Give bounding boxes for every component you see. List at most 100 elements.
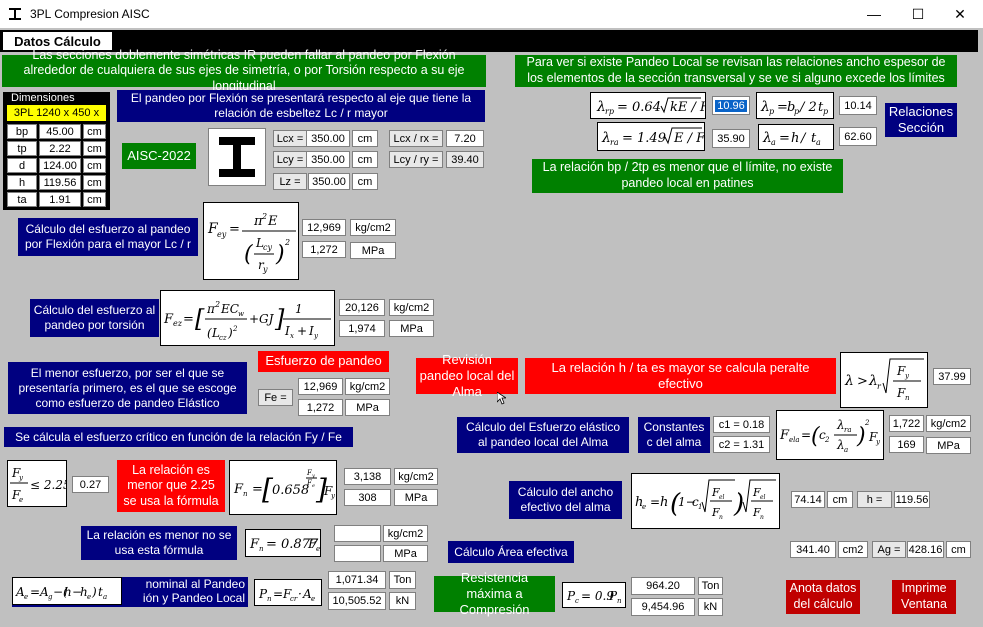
svg-text:y: y [904, 372, 910, 380]
tab-datos-calculo[interactable]: Datos Cálculo [2, 31, 113, 51]
imprime-ventana-button[interactable]: Imprime Ventana [892, 580, 956, 614]
svg-text:[: [ [262, 473, 274, 506]
svg-text:2: 2 [824, 436, 830, 444]
svg-text:]: ] [274, 305, 285, 333]
svg-text:(: ( [244, 242, 253, 267]
maximize-button[interactable]: ☐ [911, 5, 925, 22]
svg-text:a: a [844, 446, 848, 454]
svg-text:+: + [249, 312, 259, 326]
lcy-unit: cm [352, 151, 378, 168]
fel-kg-value: 1,722 [889, 415, 924, 432]
svg-text:r: r [877, 382, 882, 391]
anota-datos-button[interactable]: Anota datos del cálculo [786, 580, 860, 614]
svg-text:F: F [896, 386, 906, 400]
code-label: AISC-2022 [122, 143, 196, 169]
svg-text:p: p [769, 107, 774, 116]
svg-text:e: e [642, 503, 646, 511]
fe-kg-value: 12,969 [298, 378, 343, 395]
dimensiones-header: Dimensiones [10, 92, 76, 104]
svg-text:F: F [711, 506, 720, 519]
svg-text:L: L [211, 326, 220, 340]
lcy-value[interactable]: 350.00 [306, 151, 350, 168]
dim-label: tp [7, 141, 37, 156]
svg-text:cr: cr [290, 595, 298, 603]
fn-mpa-unit: MPa [394, 489, 438, 506]
dim-unit: cm [83, 192, 106, 207]
dim-row: h 119.56 cm [7, 175, 106, 190]
svg-text:2: 2 [261, 212, 267, 221]
svg-text:=: = [650, 495, 660, 509]
dim-value[interactable]: 1.91 [39, 192, 81, 207]
svg-text:h: h [64, 585, 72, 599]
svg-text:t: t [98, 585, 103, 599]
pc-ton-value: 964.20 [631, 577, 695, 595]
ag-unit: cm [946, 541, 971, 558]
dim-value[interactable]: 119.56 [39, 175, 81, 190]
svg-text:=: = [229, 222, 240, 237]
svg-text:): ) [91, 585, 97, 599]
svg-text:·: · [298, 587, 302, 601]
fel-mpa-value: 169 [889, 436, 924, 453]
ag-value: 428.16 [907, 541, 944, 558]
svg-text:=: = [273, 587, 283, 601]
fe-mpa-unit: MPa [345, 399, 390, 416]
svg-text:λ: λ [596, 99, 606, 115]
fez-kg-unit: kg/cm2 [389, 299, 434, 316]
revision-alma-label: Revisión pandeo local del Alma [416, 352, 518, 399]
he-value: 74.14 [791, 491, 825, 508]
svg-text:2: 2 [864, 419, 870, 427]
svg-text:EC: EC [220, 302, 239, 316]
svg-text:2: 2 [214, 300, 220, 309]
dim-value[interactable]: 2.22 [39, 141, 81, 156]
lambda-rp-value[interactable]: 10.96 [712, 96, 750, 115]
svg-text:a: a [816, 138, 821, 147]
c2-value: c2 = 1.31 [713, 436, 770, 453]
svg-text:): ) [275, 242, 285, 267]
svg-text:n: n [259, 545, 264, 553]
svg-text:= 1.49: = 1.49 [622, 131, 666, 146]
pn-label-a: al Pandeo [190, 577, 245, 592]
svg-text:= 0.64: = 0.64 [617, 100, 661, 115]
fe-title: Esfuerzo de pandeo [258, 351, 389, 372]
pc-label: Resistencia máxima a Compresión [434, 570, 555, 617]
svg-text:2: 2 [232, 325, 238, 333]
fez-kg-value: 20,126 [339, 299, 385, 316]
svg-text:]: ] [315, 473, 327, 506]
dim-unit: cm [83, 158, 106, 173]
dim-value[interactable]: 124.00 [39, 158, 81, 173]
lcx-value[interactable]: 350.00 [306, 130, 350, 147]
svg-text:L: L [255, 236, 264, 250]
svg-text:A: A [15, 585, 25, 599]
svg-text:b: b [787, 100, 795, 115]
svg-text:[: [ [195, 305, 205, 333]
fn-alt-kg-unit: kg/cm2 [383, 525, 428, 542]
svg-text:E: E [267, 214, 278, 229]
svg-text:t: t [811, 131, 817, 146]
svg-text:+: + [297, 324, 307, 338]
i-beam-icon [208, 128, 266, 186]
ancho-efectivo-label: Cálculo del ancho efectivo del alma [509, 481, 622, 519]
svg-text:=: = [801, 428, 811, 442]
dim-unit: cm [83, 124, 106, 139]
pn-label-c: nominal [145, 577, 188, 592]
fe-explanation: El menor esfuerzo, por ser el que se pre… [8, 362, 247, 414]
minimize-button[interactable]: — [867, 6, 881, 22]
svg-text:c: c [575, 597, 579, 605]
svg-text:F: F [207, 221, 219, 237]
svg-text:r: r [258, 258, 265, 272]
svg-text:= 0.9: = 0.9 [581, 589, 614, 603]
svg-text:I: I [308, 324, 314, 338]
lz-value[interactable]: 350.00 [308, 173, 350, 190]
svg-text:GJ: GJ [259, 312, 275, 326]
fn-alt-kg-value [334, 525, 381, 542]
svg-text:=: = [779, 131, 790, 146]
close-button[interactable]: ✕ [954, 5, 966, 22]
svg-text:F: F [233, 482, 244, 497]
dim-value[interactable]: 45.00 [39, 124, 81, 139]
